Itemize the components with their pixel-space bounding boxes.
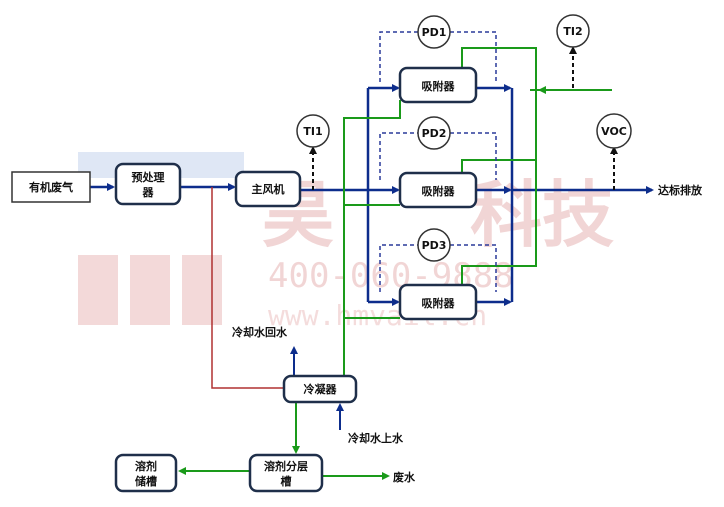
adsorber-1-label: 吸附器 — [422, 79, 456, 93]
node-main-fan: 主风机 — [234, 170, 302, 208]
node-adsorber-3: 吸附器 — [398, 283, 478, 321]
watermark-name-2: 科技 — [470, 173, 614, 257]
ti1-label: TI1 — [303, 125, 322, 138]
waste-water-label: 废水 — [393, 470, 416, 484]
gas-flow-lines — [90, 84, 654, 306]
steam-lines — [178, 47, 612, 480]
main-fan-label: 主风机 — [252, 182, 285, 196]
node-storage: 溶剂 储槽 — [114, 453, 178, 493]
node-organic-gas: 有机废气 — [11, 171, 91, 203]
condenser-label: 冷凝器 — [304, 382, 338, 396]
storage-label-2: 储槽 — [135, 474, 157, 488]
instrument-pd3: PD3 — [417, 228, 451, 262]
emission-label: 达标排放 — [658, 183, 703, 197]
watermark: 昊 科技 400-060-9888 www.hmvail.cn — [78, 152, 614, 332]
separator-label-1: 溶剂分层 — [264, 459, 308, 473]
organic-gas-label: 有机废气 — [29, 180, 73, 194]
signal-dashed-lines — [309, 46, 618, 190]
pd1-label: PD1 — [422, 26, 447, 39]
instrument-dashed-lines — [379, 31, 497, 292]
cooling-supply-label: 冷却水上水 — [348, 431, 404, 445]
cooling-return-label: 冷却水回水 — [232, 325, 288, 339]
pretreater-label-1: 预处理 — [132, 170, 165, 184]
adsorber-3-label: 吸附器 — [422, 296, 456, 310]
separator-label-2: 槽 — [281, 474, 292, 488]
voc-label: VOC — [601, 125, 627, 138]
instrument-ti2: TI2 — [556, 14, 590, 48]
recycle-line — [211, 187, 284, 389]
node-adsorber-1: 吸附器 — [398, 66, 478, 104]
node-condenser: 冷凝器 — [282, 374, 358, 404]
node-adsorber-2: 吸附器 — [398, 171, 478, 209]
ti2-label: TI2 — [563, 25, 582, 38]
pretreater-label-2: 器 — [142, 186, 155, 199]
node-pretreater: 预处理 器 — [114, 162, 182, 206]
adsorber-2-label: 吸附器 — [422, 184, 456, 198]
instrument-pd2: PD2 — [417, 116, 451, 150]
pd3-label: PD3 — [422, 239, 447, 252]
pd2-label: PD2 — [422, 127, 447, 140]
instrument-ti1: TI1 — [296, 114, 330, 148]
instrument-voc: VOC — [596, 113, 632, 149]
node-separator: 溶剂分层 槽 — [248, 453, 324, 493]
storage-label-1: 溶剂 — [135, 459, 157, 473]
instrument-pd1: PD1 — [417, 15, 451, 49]
